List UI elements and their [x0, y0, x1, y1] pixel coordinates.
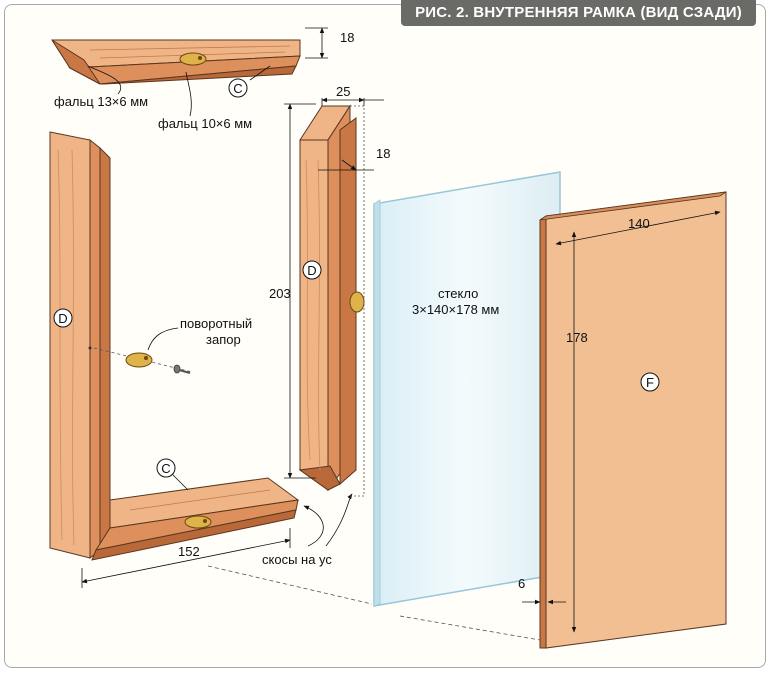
part-c-label-top: C [228, 65, 271, 98]
rabbet-13x6-label: фальц 13×6 мм [54, 94, 148, 109]
dim-top-rail-thickness: 18 [305, 27, 354, 59]
dim-stile-thickness: 18 [318, 146, 390, 171]
rabbet-10x6-label: фальц 10×6 мм [158, 116, 252, 131]
dim-back-height-value: 178 [566, 330, 588, 345]
dim-bottom-width: 152 [81, 528, 291, 588]
turn-button-assembly: поворотный запор [93, 316, 252, 374]
dim-back-thickness-value: 6 [518, 576, 525, 591]
dim-stile-width: 25 [321, 84, 384, 106]
dim-stile-length-value: 203 [269, 286, 291, 301]
svg-text:C: C [161, 461, 170, 476]
dim-back-width: 140 [555, 210, 721, 246]
part-f-label: F [646, 375, 654, 390]
part-d-label-left: D [58, 311, 67, 326]
dim-back-height: 178 [566, 231, 588, 633]
dim-stile-length: 203 [269, 103, 316, 479]
back-panel-f: F [539, 191, 727, 649]
turn-button-right-icon [349, 291, 365, 313]
dim-back-thickness: 6 [518, 576, 566, 605]
top-rail-c [51, 39, 301, 85]
turn-button-icon-loose [125, 352, 153, 368]
turn-button-label-1: поворотный [180, 316, 252, 331]
right-stile-d: D [298, 104, 365, 492]
figure-title: РИС. 2. ВНУТРЕННЯЯ РАМКА (ВИД СЗАДИ) [401, 0, 756, 26]
dim-stile-width-value: 25 [336, 84, 350, 99]
dim-bottom-width-value: 152 [178, 544, 200, 559]
miters-label: скосы на ус [262, 552, 332, 567]
turn-button-label-2: запор [206, 332, 241, 347]
glass-pane: стекло 3×140×178 мм [373, 171, 561, 607]
left-stile-d: D [49, 131, 111, 560]
part-d-label-right: D [307, 263, 316, 278]
glass-label-2: 3×140×178 мм [412, 302, 499, 317]
part-c-label-bottom: C [156, 458, 189, 491]
turn-button-icon [179, 52, 207, 66]
dim-top-rail-thickness-value: 18 [340, 30, 354, 45]
svg-text:C: C [233, 81, 242, 96]
glass-label-1: стекло [438, 286, 478, 301]
dim-back-width-value: 140 [628, 216, 650, 231]
assembly-guides [207, 565, 541, 641]
turn-button-bottom-icon [184, 515, 212, 529]
screw-icon [173, 364, 191, 374]
dim-stile-thickness-value: 18 [376, 146, 390, 161]
